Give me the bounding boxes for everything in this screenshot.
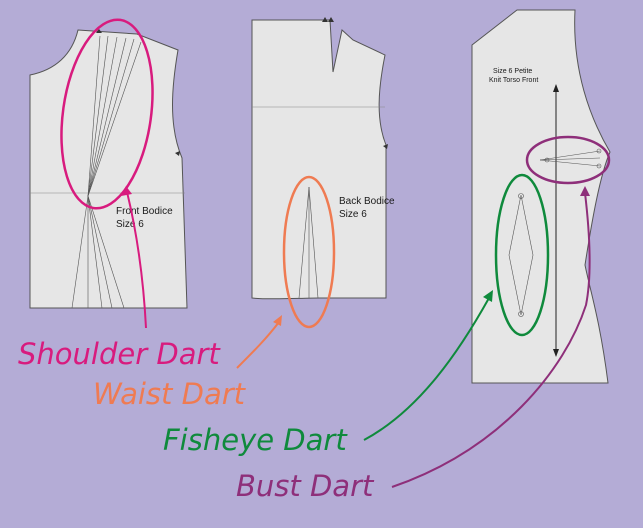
fisheye-dart-highlight (494, 173, 550, 337)
torso-bust-dart-dot-bottom (596, 163, 602, 169)
back-notch-arm (383, 144, 388, 149)
waist-dart-arrow (236, 315, 282, 369)
back-bodice-label-2: Size 6 (339, 209, 367, 220)
fisheye-dart-label: Fisheye Dart (163, 423, 348, 457)
front-notch-top (96, 29, 102, 33)
fisheye-dart-arrow (363, 290, 493, 441)
torso-grainline-arrow-bottom (553, 349, 559, 357)
back-notch-top (322, 17, 334, 22)
front-bodice-outline (29, 29, 188, 309)
torso-fisheye-dot-bottom (518, 311, 524, 317)
front-bodice-label-2: Size 6 (116, 219, 144, 230)
front-bodice-label-1: Front Bodice (116, 206, 173, 217)
bust-dart-arrow (391, 186, 591, 488)
torso-fisheye-dart (508, 194, 534, 316)
back-bodice-outline (251, 19, 387, 300)
bust-dart-label: Bust Dart (236, 469, 375, 503)
torso-bust-dart-dot-top (596, 148, 602, 154)
torso-grainline-arrow-top (553, 84, 559, 92)
shoulder-dart-arrow (121, 186, 147, 329)
bust-dart-highlight (525, 135, 611, 185)
front-bodice-piece: Front Bodice Size 6 (29, 29, 188, 309)
waist-dart-highlight (282, 175, 336, 329)
front-waist-dart-lines (71, 195, 125, 309)
torso-fisheye-dot-top (518, 193, 524, 199)
front-shoulder-dart-lines (87, 35, 142, 197)
torso-label-1: Size 6 Petite (493, 68, 532, 75)
waist-dart-label: Waist Dart (93, 377, 247, 411)
shoulder-dart-label: Shoulder Dart (18, 337, 221, 371)
back-waist-dart-lines (298, 186, 319, 299)
torso-bust-point (544, 157, 550, 163)
back-bodice-piece: Back Bodice Size 6 (251, 17, 395, 300)
torso-label-2: Knit Torso Front (489, 77, 538, 84)
back-bodice-label-1: Back Bodice (339, 196, 395, 207)
shoulder-dart-highlight (60, 18, 154, 210)
front-notch-arm (175, 151, 180, 156)
torso-bust-dart-lines (539, 150, 601, 167)
